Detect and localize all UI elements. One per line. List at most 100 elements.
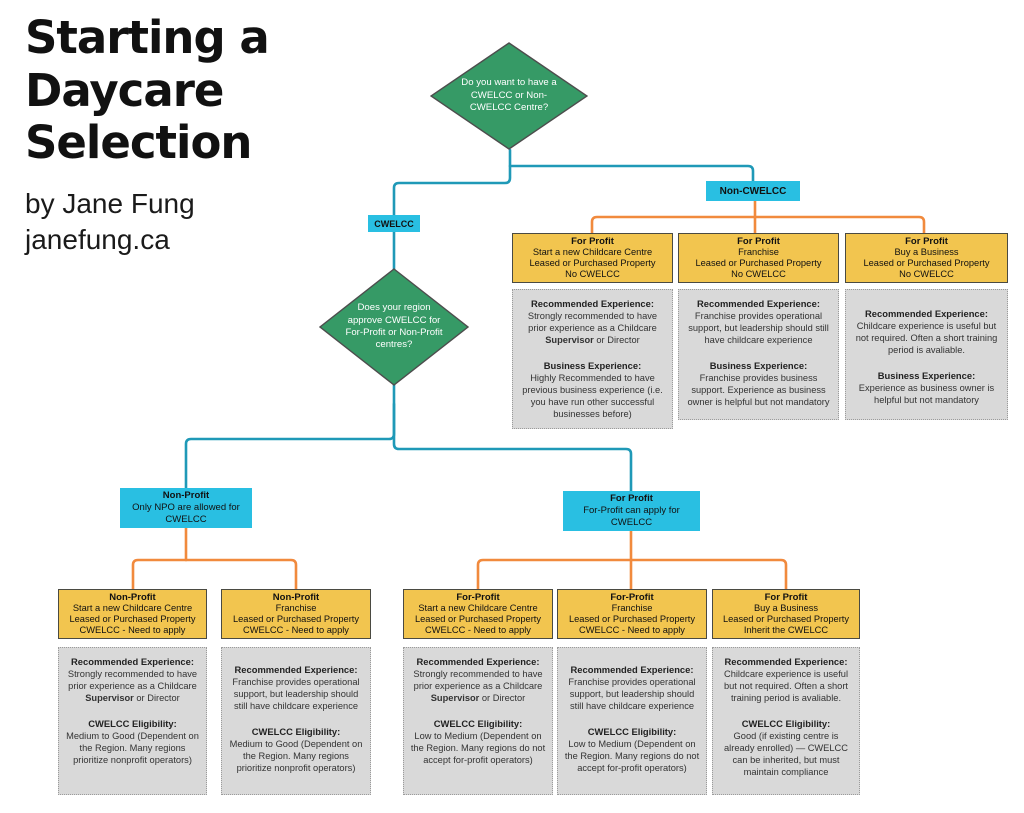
detail-body: Good (if existing centre is already enro… — [723, 730, 848, 778]
option-line: Leased or Purchased Property — [69, 614, 196, 625]
diamond-shape — [319, 268, 469, 386]
option-line: Start a new Childcare Centre — [418, 603, 538, 614]
detail-heading: CWELCC Eligibility: — [741, 717, 831, 729]
option-details: Recommended Experience: Childcare experi… — [712, 647, 860, 796]
detail-section: Recommended Experience: Strongly recomme… — [518, 298, 667, 346]
option-type: For-Profit — [610, 592, 654, 603]
detail-body: Franchise provides business support. Exp… — [687, 372, 830, 407]
detail-section: Recommended Experience: Franchise provid… — [227, 664, 365, 712]
orange-connector-noncwelcc-rail — [590, 215, 926, 235]
detail-section: Recommended Experience: Childcare experi… — [851, 308, 1002, 356]
teal-connector-d2-to-nonprofit — [184, 382, 396, 491]
option-header: Non-Profit Start a new Childcare Centre … — [58, 589, 207, 640]
option-line: Start a new Childcare Centre — [72, 603, 193, 614]
option-line: Start a new Childcare Centre — [532, 247, 653, 258]
option-header: For-Profit Franchise Leased or Purchased… — [557, 589, 707, 640]
option-line: No CWELCC — [899, 269, 954, 280]
option-line: Leased or Purchased Property — [722, 614, 850, 625]
detail-body: Highly Recommended to have previous busi… — [522, 372, 663, 420]
decision-diamond-cwelcc-question: Do you want to have a CWELCC or Non-CWEL… — [430, 42, 588, 150]
option-header: For Profit Buy a Business Leased or Purc… — [712, 589, 860, 640]
option-line: CWELCC - Need to apply — [79, 625, 186, 636]
option-details: Recommended Experience: Strongly recomme… — [58, 647, 207, 796]
option-line: Leased or Purchased Property — [568, 614, 696, 625]
option-card-nonprofit-new-centre: Non-Profit Start a new Childcare Centre … — [58, 589, 207, 796]
detail-heading: CWELCC Eligibility: — [88, 717, 177, 729]
detail-section: Recommended Experience: Franchise provid… — [563, 664, 701, 712]
detail-section: Recommended Experience: Franchise provid… — [684, 298, 833, 346]
option-details: Recommended Experience: Franchise provid… — [557, 647, 707, 796]
decision-box-forprofit: For Profit For-Profit can apply for CWEL… — [563, 491, 700, 531]
detail-heading: CWELCC Eligibility: — [587, 725, 677, 737]
poster-title: Starting a Daycare Selection by Jane Fun… — [25, 11, 425, 259]
option-line: Leased or Purchased Property — [414, 614, 542, 625]
option-line: Franchise — [738, 247, 779, 258]
teal-connector-d1-to-cwelcc — [392, 148, 512, 217]
option-details: Recommended Experience: Franchise provid… — [678, 289, 839, 421]
detail-heading: Recommended Experience: — [71, 656, 194, 668]
diamond-shape — [430, 42, 588, 150]
detail-body: Childcare experience is useful but not r… — [723, 669, 849, 704]
option-header: For Profit Buy a Business Leased or Purc… — [845, 233, 1008, 284]
detail-body: Childcare experience is useful but not r… — [855, 321, 998, 356]
detail-heading: Business Experience: — [543, 359, 642, 371]
option-header: For-Profit Start a new Childcare Centre … — [403, 589, 553, 640]
detail-body: Franchise provides operational support, … — [232, 677, 360, 712]
detail-section: Business Experience: Franchise provides … — [684, 360, 833, 408]
decision-box-subtitle: Only NPO are allowed for CWELCC — [132, 502, 240, 525]
orange-connector-forprofit-rail — [476, 558, 788, 591]
option-header: For Profit Franchise Leased or Purchased… — [678, 233, 839, 284]
option-line: Buy a Business — [753, 603, 819, 614]
option-card-forprofit-buy-business: For Profit Buy a Business Leased or Purc… — [712, 589, 860, 796]
option-type: Non-Profit — [272, 592, 320, 603]
option-details: Recommended Experience: Franchise provid… — [221, 647, 371, 796]
detail-heading: Recommended Experience: — [416, 656, 540, 668]
detail-heading: Business Experience: — [877, 369, 976, 381]
option-details: Recommended Experience: Strongly recomme… — [403, 647, 553, 796]
detail-body: Medium to Good (Dependent on the Region.… — [66, 730, 199, 765]
option-type: For Profit — [737, 236, 780, 247]
option-line: Franchise — [611, 603, 653, 614]
detail-body: Strongly recommended to have prior exper… — [67, 669, 198, 704]
detail-section: Recommended Experience: Childcare experi… — [718, 656, 854, 704]
detail-heading: Recommended Experience: — [697, 298, 820, 310]
option-line: CWELCC - Need to apply — [425, 625, 531, 636]
detail-body: Low to Medium (Dependent on the Region. … — [410, 730, 546, 765]
detail-section: CWELCC Eligibility: Medium to Good (Depe… — [64, 718, 201, 766]
option-details: Recommended Experience: Childcare experi… — [845, 289, 1008, 421]
detail-section: Recommended Experience: Strongly recomme… — [64, 656, 201, 704]
byline: by Jane Fung janefung.ca — [25, 186, 425, 259]
branch-label-non-cwelcc: Non-CWELCC — [706, 181, 800, 201]
detail-heading: Recommended Experience: — [724, 656, 848, 668]
option-line: Leased or Purchased Property — [529, 258, 656, 269]
option-line: Inherit the CWELCC — [743, 625, 829, 636]
author-website: janefung.ca — [25, 224, 170, 256]
title-line-1: Starting a — [25, 11, 270, 64]
option-header: Non-Profit Franchise Leased or Purchased… — [221, 589, 371, 640]
detail-section: CWELCC Eligibility: Low to Medium (Depen… — [563, 726, 701, 774]
detail-body: Franchise provides operational support, … — [568, 677, 696, 712]
decision-box-title: For Profit — [610, 493, 653, 505]
option-line: Leased or Purchased Property — [863, 258, 990, 269]
decision-diamond-region-question: Does your region approve CWELCC for For-… — [319, 268, 469, 386]
detail-heading: Recommended Experience: — [234, 664, 358, 676]
option-type: For Profit — [571, 236, 614, 247]
detail-body: Strongly recommended to have prior exper… — [527, 311, 658, 346]
option-type: For-Profit — [456, 592, 500, 603]
option-line: CWELCC - Need to apply — [243, 625, 349, 636]
option-line: Franchise — [275, 603, 317, 614]
title-line-3: Selection — [25, 116, 252, 170]
option-details: Recommended Experience: Strongly recomme… — [512, 289, 673, 430]
author-name: by Jane Fung — [25, 187, 195, 219]
teal-connector-d1-to-noncwelcc — [508, 164, 755, 183]
detail-body: Franchise provides operational support, … — [688, 311, 829, 346]
option-line: No CWELCC — [731, 269, 786, 280]
detail-section: CWELCC Eligibility: Low to Medium (Depen… — [409, 718, 547, 766]
detail-body: Strongly recommended to have prior exper… — [413, 669, 543, 704]
detail-heading: CWELCC Eligibility: — [433, 717, 523, 729]
detail-body: Experience as business owner is helpful … — [858, 382, 995, 405]
option-card-noncwelcc-buy-business: For Profit Buy a Business Leased or Purc… — [845, 233, 1008, 421]
detail-body: Medium to Good (Dependent on the Region.… — [229, 738, 363, 773]
